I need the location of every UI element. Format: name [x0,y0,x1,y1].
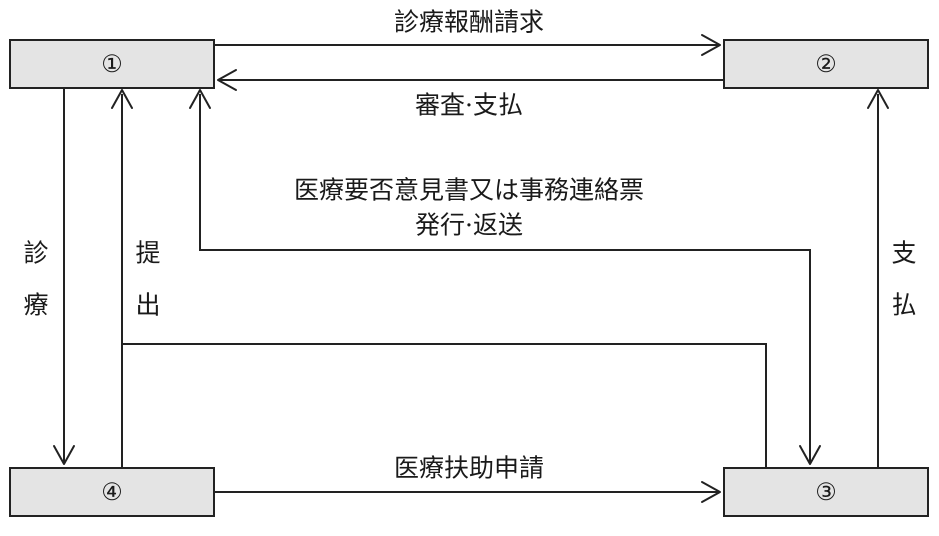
node-1-box [9,39,215,89]
label-opinion-line1: 医療要否意見書又は事務連絡票 [294,176,644,205]
label-opinion-line2: 発行·返送 [415,211,523,240]
label-submission-2: 出 [135,291,160,320]
label-examination-1: 診 [23,239,48,268]
label-payment-1: 支 [891,239,916,268]
label-assistance-application: 医療扶助申請 [394,454,544,483]
arrow-examination [53,88,75,465]
arrow-payment [867,89,889,468]
node-1-label: ① [101,50,123,78]
label-examination-2: 療 [23,291,48,320]
node-2-box [723,39,929,89]
label-payment-2: 払 [891,291,916,320]
label-review-payment: 審査·支払 [415,91,523,120]
arrow-assistance-application [214,481,721,503]
arrow-claim [214,34,721,56]
node-3-label: ③ [815,478,837,506]
node-4-label: ④ [101,478,123,506]
node-3-box [723,467,929,517]
arrow-opinion-issue-return [189,89,821,465]
arrow-submission [111,89,767,468]
label-submission-1: 提 [135,239,160,268]
label-claim: 診療報酬請求 [394,8,544,37]
arrow-review-payment [217,69,724,91]
node-2-label: ② [815,50,837,78]
